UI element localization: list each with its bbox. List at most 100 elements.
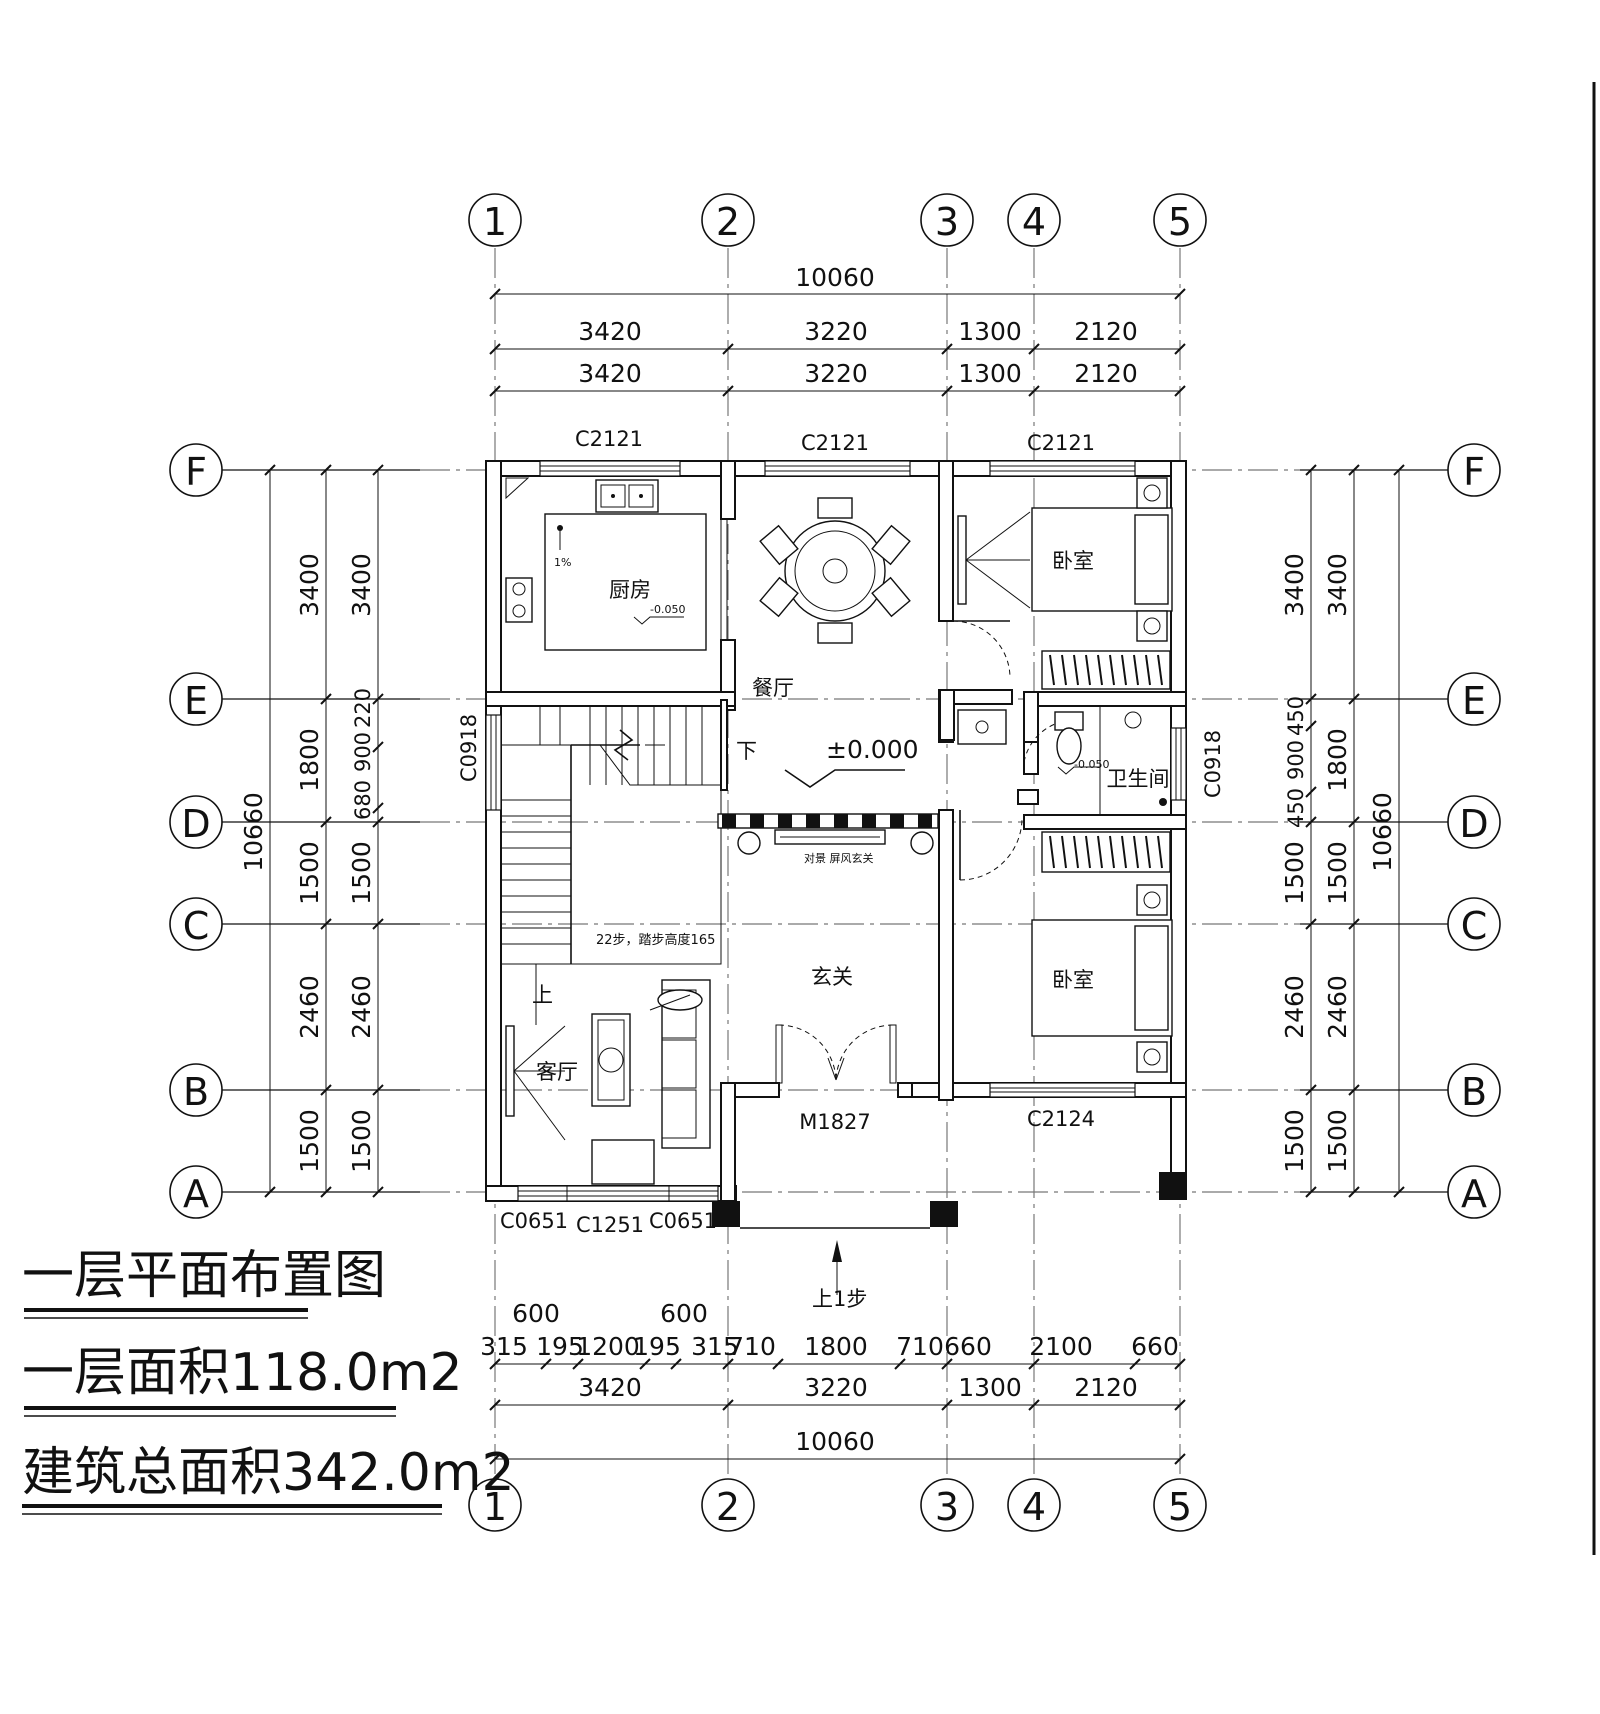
- dim-bottom-600b: 600: [660, 1299, 708, 1328]
- dim-bottom-fine-7: 710: [896, 1332, 944, 1361]
- bathroom-fixtures: [957, 706, 1167, 815]
- axis-label-3: 3: [935, 200, 959, 244]
- axis-label-4-bottom: 4: [1022, 1485, 1046, 1529]
- dim-bottom-fine-8: 660: [944, 1332, 992, 1361]
- dim-bottom-mid-a: 3420: [578, 1373, 642, 1402]
- axis-label-2-bottom: 2: [716, 1485, 740, 1529]
- room-labels: 厨房 餐厅 卧室 卫生间 玄关 卧室 客厅: [536, 549, 1170, 1084]
- opening-labels: C2121 C2121 C2121 C0918 C0918 M1827 C212…: [457, 427, 1225, 1237]
- dim-bottom-fine-10: 660: [1131, 1332, 1179, 1361]
- dim-bottom-600a: 600: [512, 1299, 560, 1328]
- dim-right1-b: 450: [1284, 696, 1308, 736]
- dim-right1-g: 1500: [1280, 1109, 1309, 1173]
- window-c2124: C2124: [1027, 1107, 1095, 1131]
- dim-bottom-fine-0: 315: [480, 1332, 528, 1361]
- axis-label-A-right: A: [1461, 1172, 1487, 1216]
- dim-left-outer: 10660: [239, 792, 268, 872]
- axis-label-C: C: [183, 904, 210, 948]
- dim-left1-b: 1800: [295, 728, 324, 792]
- right-dimensions: 3400 450 900 450 1500 2460 1500 3400 180…: [1280, 464, 1405, 1198]
- room-entry: 玄关: [811, 965, 853, 989]
- axis-label-E-right: E: [1462, 679, 1486, 723]
- elevation-label: ±0.000: [826, 735, 919, 764]
- dim-top-2b: 3220: [804, 359, 868, 388]
- dim-right1-a: 3400: [1280, 553, 1309, 617]
- dim-top-1c: 1300: [958, 317, 1022, 346]
- dim-right2-a: 3400: [1323, 553, 1352, 617]
- dim-bottom-fine-6: 1800: [804, 1332, 868, 1361]
- dim-right1-e: 1500: [1280, 841, 1309, 905]
- room-bedroom-bottom: 卧室: [1052, 968, 1094, 992]
- stairs: [500, 705, 722, 1025]
- dim-left1-d: 2460: [295, 975, 324, 1039]
- dim-left1-c: 1500: [295, 841, 324, 905]
- axis-bubbles-right: F E D C B A: [1447, 443, 1501, 1219]
- window-c2121-a: C2121: [575, 427, 643, 451]
- axis-label-D-right: D: [1459, 802, 1488, 846]
- dim-bottom-fine-5: 710: [728, 1332, 776, 1361]
- window-c0651-a: C0651: [500, 1209, 568, 1233]
- dim-bottom-fine-1: 195: [536, 1332, 584, 1361]
- window-c2121-c: C2121: [1027, 431, 1095, 455]
- kitchen-level: -0.050: [650, 603, 685, 616]
- dim-top-1d: 2120: [1074, 317, 1138, 346]
- window-c2121-b: C2121: [801, 431, 869, 455]
- walls: [485, 460, 1187, 1229]
- dim-right2-b: 1800: [1323, 728, 1352, 792]
- dim-right2-d: 2460: [1323, 975, 1352, 1039]
- axis-label-E: E: [184, 679, 208, 723]
- living-furniture: [505, 979, 711, 1185]
- dim-left2-d: 220: [351, 688, 375, 728]
- total-area: 建筑总面积342.0m2: [22, 1443, 515, 1503]
- kitchen-slope: 1%: [554, 556, 571, 569]
- room-bathroom: 卫生间: [1107, 767, 1170, 791]
- axis-label-1-bottom: 1: [483, 1485, 507, 1529]
- plan-notes: ±0.000 -0.050 -0.050 下 上 22步，踏步高度165 对景 …: [532, 603, 1109, 1311]
- dim-top-2a: 3420: [578, 359, 642, 388]
- axis-label-4: 4: [1022, 200, 1046, 244]
- axis-label-C-right: C: [1461, 904, 1488, 948]
- level-markers: [633, 616, 1100, 1295]
- stair-info: 22步，踏步高度165: [596, 932, 715, 948]
- dim-left2-a: 3400: [347, 553, 376, 617]
- titles: 一层平面布置图 一层面积118.0m2 建筑总面积342.0m2: [22, 1246, 515, 1515]
- axis-label-2: 2: [716, 200, 740, 244]
- dim-bottom-fine-4: 315: [691, 1332, 739, 1361]
- window-c0918-right: C0918: [1201, 730, 1225, 798]
- stair-up-label: 上: [532, 983, 553, 1007]
- bath-level: -0.050: [1074, 758, 1109, 771]
- window-c1251: C1251: [576, 1213, 644, 1237]
- axis-label-F: F: [185, 450, 207, 494]
- bottom-dimensions: 600 600 315 195 1200 195 315 710 1800 71…: [480, 1299, 1186, 1465]
- dim-top-1a: 3420: [578, 317, 642, 346]
- dim-top-1b: 3220: [804, 317, 868, 346]
- room-living: 客厅: [536, 1060, 578, 1084]
- dim-right2-e: 1500: [1323, 1109, 1352, 1173]
- doors: [720, 518, 1077, 1084]
- dim-left2-g: 1500: [347, 1109, 376, 1173]
- dim-left2-f: 2460: [347, 975, 376, 1039]
- axis-bubbles-bottom: 1 2 3 4 5: [468, 1478, 1207, 1532]
- room-dining: 餐厅: [752, 676, 794, 700]
- dim-bottom-total: 10060: [795, 1427, 875, 1456]
- axis-label-3-bottom: 3: [935, 1485, 959, 1529]
- axis-label-A: A: [183, 1172, 209, 1216]
- dim-right-outer: 10660: [1368, 792, 1397, 872]
- axis-label-F-right: F: [1463, 450, 1485, 494]
- floor-area: 一层面积118.0m2: [22, 1343, 463, 1403]
- dim-right1-f: 2460: [1280, 975, 1309, 1039]
- dim-left2-e: 1500: [347, 841, 376, 905]
- dim-bottom-fine-2: 1200: [576, 1332, 640, 1361]
- window-c0918-left: C0918: [457, 714, 481, 782]
- room-kitchen: 厨房: [609, 578, 651, 602]
- room-bedroom-top: 卧室: [1052, 549, 1094, 573]
- dim-left2-b: 680: [351, 780, 375, 820]
- axis-label-B: B: [183, 1070, 209, 1114]
- dim-top-2d: 2120: [1074, 359, 1138, 388]
- dim-left1-e: 1500: [295, 1109, 324, 1173]
- dining-table: [759, 497, 911, 644]
- step-up-label: 上1步: [812, 1287, 867, 1311]
- axis-label-5-bottom: 5: [1168, 1485, 1192, 1529]
- axis-label-B-right: B: [1461, 1070, 1487, 1114]
